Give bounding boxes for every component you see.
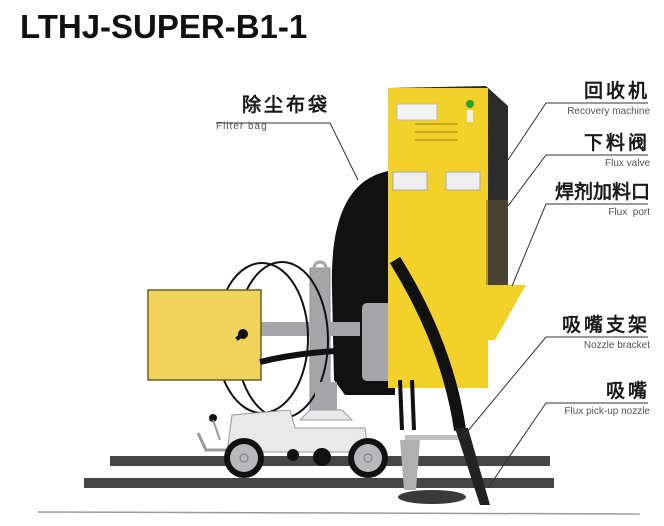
column-base	[298, 409, 354, 421]
nameplate	[396, 103, 438, 121]
callout-flux-port: 焊剂加料口 Flux port	[536, 181, 650, 219]
leader-recovery-machine	[507, 102, 648, 161]
hinge-right	[445, 171, 481, 191]
callout-en: Filter bag	[216, 121, 268, 132]
baseline	[37, 511, 641, 515]
nozzle-bracket	[405, 435, 460, 440]
callout-filter-bag: 除尘布袋 Filter bag	[216, 94, 330, 133]
switch	[467, 110, 473, 122]
callout-zh: 吸嘴	[605, 380, 650, 402]
rail-front	[84, 478, 554, 488]
wheel-left	[224, 438, 264, 478]
suction-hose	[389, 256, 466, 431]
indicator-light	[466, 100, 474, 108]
callout-en: Nozzle bracket	[583, 340, 650, 351]
hose-left	[259, 347, 371, 365]
rod-1	[398, 379, 404, 431]
callout-en: Flux pick-up nozzle	[564, 406, 650, 417]
callout-en: Flux valve	[604, 158, 650, 169]
carriage-dot-1	[287, 449, 299, 461]
callout-zh: 下料阀	[583, 132, 650, 154]
keyhole-slot	[235, 334, 242, 341]
callout-en: Flux port	[608, 207, 650, 218]
leader-nozzle-bracket	[461, 336, 648, 439]
callout-flux-valve: 下料阀 Flux valve	[546, 132, 650, 170]
callout-zh: 焊剂加料口	[554, 181, 650, 203]
flux-shadow	[398, 490, 466, 504]
carriage-dot-2	[313, 448, 331, 466]
callout-recovery-machine: 回收机 Recovery machine	[546, 80, 650, 118]
callout-zh: 除尘布袋	[241, 94, 330, 116]
pickup-nozzle	[455, 428, 490, 505]
leader-filter-bag	[216, 122, 359, 181]
callout-nozzle-bracket: 吸嘴支架 Nozzle bracket	[536, 314, 650, 352]
leader-pickup-nozzle	[487, 402, 648, 489]
handle-knob	[209, 414, 217, 422]
callout-zh: 回收机	[583, 80, 650, 102]
flux-valve-area	[486, 200, 508, 285]
frame-ring	[312, 260, 328, 276]
carriage-column	[315, 382, 337, 412]
hinge-left	[392, 171, 428, 191]
callout-zh: 吸嘴支架	[561, 314, 650, 336]
model-title: LTHJ-SUPER-B1-1	[20, 8, 308, 45]
leader-flux-port	[511, 203, 648, 287]
handle-lever	[212, 419, 221, 441]
wheel-right	[348, 438, 388, 478]
flux-port-chute	[485, 285, 526, 340]
handle-grip	[196, 432, 228, 452]
rod-2	[410, 379, 416, 431]
callout-en: Recovery machine	[567, 106, 650, 117]
welding-torch	[400, 440, 420, 490]
callout-pickup-nozzle: 吸嘴 Flux pick-up nozzle	[536, 380, 650, 418]
leader-flux-valve	[507, 154, 648, 207]
frame-arm	[260, 322, 360, 336]
